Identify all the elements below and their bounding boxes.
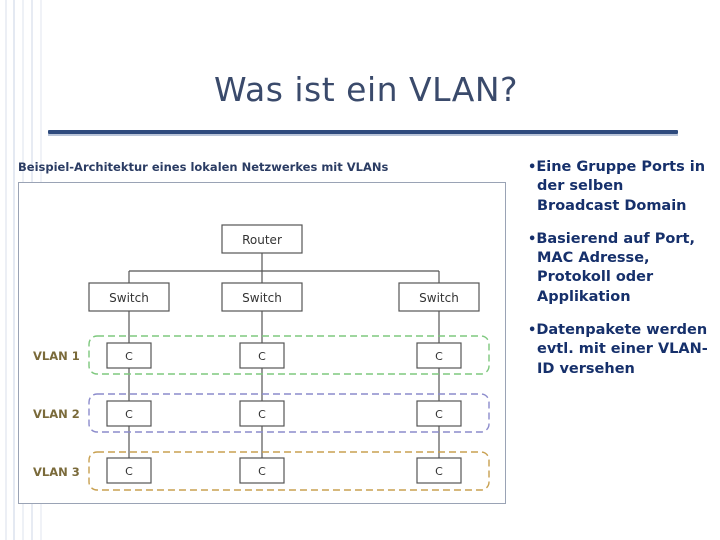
title-divider-secondary — [48, 134, 678, 136]
title-divider — [48, 130, 678, 134]
vlan-group-3 — [88, 451, 490, 491]
bullet-list: •Eine Gruppe Ports in der selben Broadca… — [528, 158, 710, 393]
client-label: C — [435, 350, 443, 363]
list-item: •Datenpakete werden evtl. mit einer VLAN… — [528, 321, 710, 379]
bullet-marker: • — [528, 160, 537, 175]
client-node: C — [416, 400, 462, 427]
vlan-group-2 — [88, 393, 490, 433]
network-diagram: Router Switch Switch Switch VLAN 1 VLAN … — [18, 182, 506, 504]
vlan-group-1 — [88, 335, 490, 375]
switch-label: Switch — [109, 291, 149, 305]
client-node: C — [239, 400, 285, 427]
client-label: C — [125, 408, 133, 421]
client-node: C — [106, 342, 152, 369]
client-node: C — [416, 457, 462, 484]
left-content: Beispiel-Architektur eines lokalen Netzw… — [14, 160, 514, 504]
list-item-text: Eine Gruppe Ports in der selben Broadcas… — [536, 159, 706, 214]
list-item-text: Datenpakete werden evtl. mit einer VLAN-… — [536, 321, 708, 377]
list-item: •Basierend auf Port, MAC Adresse, Protok… — [528, 230, 710, 307]
switch-label: Switch — [242, 291, 282, 305]
client-node: C — [416, 342, 462, 369]
vlan-label-2: VLAN 2 — [33, 407, 80, 421]
client-label: C — [125, 465, 133, 478]
client-node: C — [239, 457, 285, 484]
client-label: C — [258, 408, 266, 421]
client-node: C — [106, 457, 152, 484]
switch-node-1: Switch — [88, 282, 170, 312]
client-label: C — [125, 350, 133, 363]
client-node: C — [239, 342, 285, 369]
router-node: Router — [221, 224, 303, 254]
vlan-label-3: VLAN 3 — [33, 465, 80, 479]
vlan-label-1: VLAN 1 — [33, 349, 80, 363]
client-label: C — [435, 408, 443, 421]
switch-node-3: Switch — [398, 282, 480, 312]
client-label: C — [435, 465, 443, 478]
diagram-caption: Beispiel-Architektur eines lokalen Netzw… — [18, 160, 389, 174]
list-item: •Eine Gruppe Ports in der selben Broadca… — [528, 158, 710, 216]
router-label: Router — [242, 233, 282, 247]
switch-node-2: Switch — [221, 282, 303, 312]
switch-label: Switch — [419, 291, 459, 305]
list-item-text: Basierend auf Port, MAC Adresse, Protoko… — [536, 230, 695, 305]
bullet-marker: • — [528, 322, 537, 338]
client-label: C — [258, 465, 266, 478]
bullet-marker: • — [528, 231, 537, 247]
client-label: C — [258, 350, 266, 363]
client-node: C — [106, 400, 152, 427]
page-title: Was ist ein VLAN? — [213, 70, 519, 109]
